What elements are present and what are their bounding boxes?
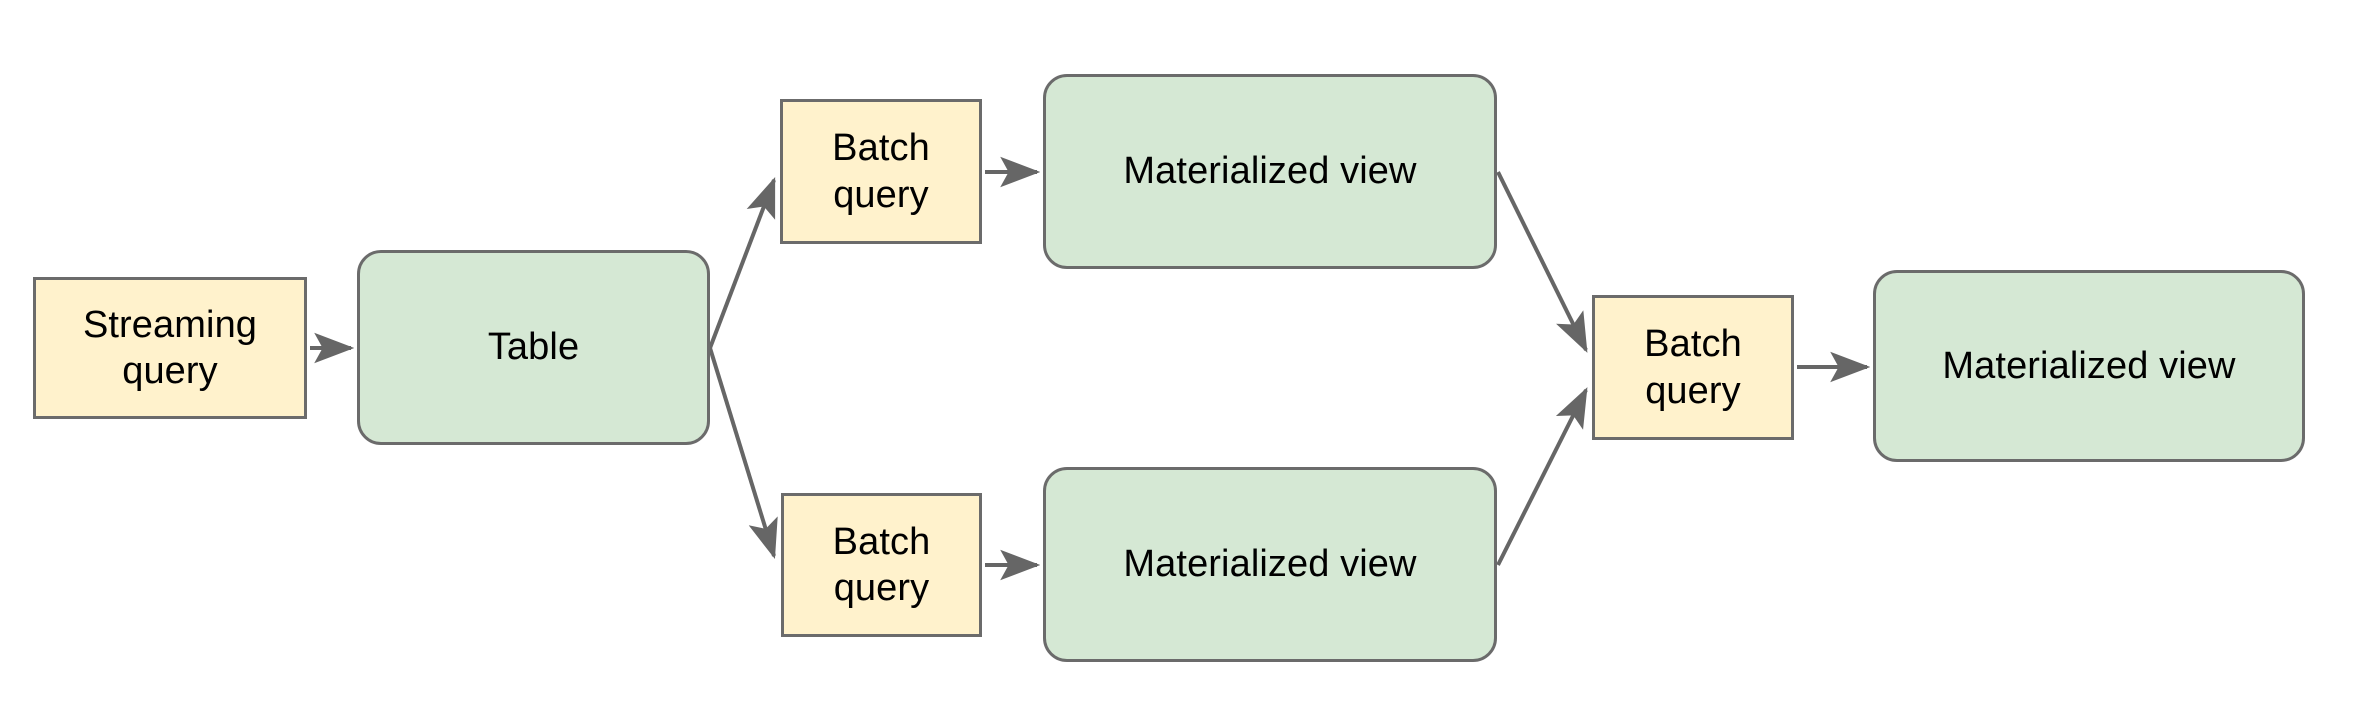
node-batch-query-top[interactable]: Batch query — [780, 99, 982, 244]
node-label-streaming-query: Streaming query — [82, 303, 258, 392]
node-label-batch-query-top: Batch query — [832, 127, 930, 216]
node-batch-query-center[interactable]: Batch query — [1592, 295, 1794, 440]
node-materialized-view-top[interactable]: Materialized view — [1043, 74, 1497, 269]
edge-table-to-batch-query-top — [708, 177, 776, 349]
node-label-materialized-view-top: Materialized view — [1123, 150, 1417, 193]
node-materialized-view-right[interactable]: Materialized view — [1873, 270, 2305, 462]
node-materialized-view-bottom[interactable]: Materialized view — [1043, 467, 1497, 662]
node-label-table: Table — [487, 326, 580, 369]
node-label-batch-query-center: Batch query — [1644, 323, 1742, 412]
edge-materialized-view-top-to-batch-query-center — [1496, 171, 1588, 353]
node-label-materialized-view-right: Materialized view — [1942, 344, 2236, 387]
node-batch-query-bottom[interactable]: Batch query — [781, 493, 982, 637]
node-table[interactable]: Table — [357, 250, 710, 445]
edge-materialized-view-bottom-to-batch-query-center — [1496, 387, 1588, 566]
edge-table-to-batch-query-bottom — [708, 347, 778, 560]
node-label-batch-query-bottom: Batch query — [832, 520, 931, 609]
node-streaming-query[interactable]: Streaming query — [33, 277, 307, 419]
node-label-materialized-view-bottom: Materialized view — [1123, 543, 1417, 586]
